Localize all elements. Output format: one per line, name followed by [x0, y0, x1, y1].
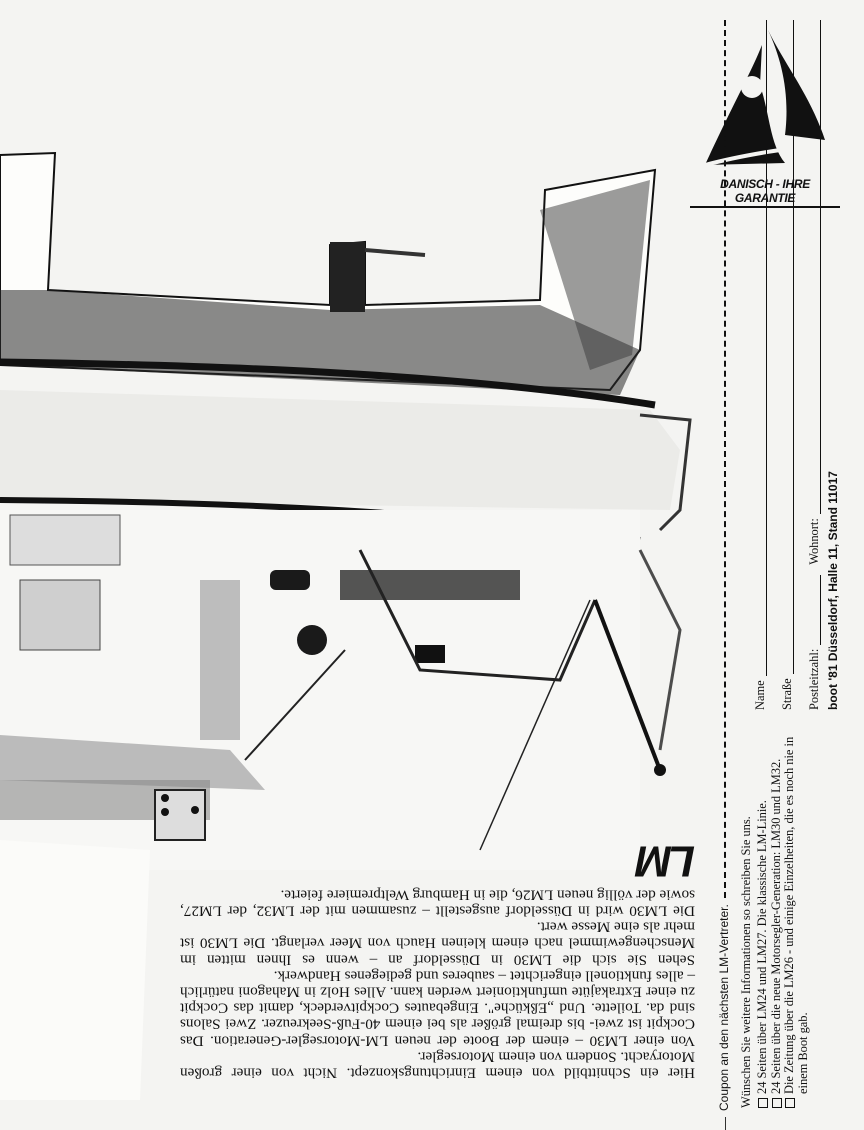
name-field[interactable]: Name [740, 20, 767, 710]
ad-body-text: Hier ein Schnittbild von einem Einrichtu… [180, 836, 695, 1082]
street-label: Straße [779, 678, 794, 710]
order-coupon: — Coupon an den nächsten LM-Vertreter. W… [717, 20, 864, 1130]
ad-paragraph: Die LM30 wird in Düsseldorf ausgestellt … [180, 886, 695, 920]
checkbox[interactable] [785, 1098, 796, 1108]
city-label: Wohnort: [806, 518, 821, 565]
coupon-option-label: Die Zeitung über die LM26 - und einige E… [782, 736, 810, 1094]
street-field[interactable]: Straße [767, 20, 794, 710]
lm-brand-logo: LM [639, 836, 695, 885]
zip-city-field[interactable]: Postleitzahl: Wohnort: [794, 20, 821, 710]
logo-tagline: DANISCH - IHRE GARANTIE [690, 177, 840, 208]
coupon-cut-label: Coupon an den nächsten LM-Vertreter. [717, 904, 732, 1111]
boat-photo [0, 150, 700, 1100]
zip-line[interactable] [808, 574, 821, 645]
checkbox[interactable] [771, 1098, 782, 1108]
coupon-option-label: 24 Seiten über die neue Motorsegler-Gene… [768, 758, 783, 1094]
sail-logo-icon [704, 30, 831, 167]
coupon-option-label: 24 Seiten über LM24 und LM27. Die klassi… [755, 800, 770, 1094]
coupon-options: Wünschen Sie weitere Informationen so sc… [739, 728, 810, 1108]
checkbox[interactable] [758, 1098, 769, 1108]
ad-paragraph: Von einer LM30 – einem der Boote der neu… [180, 967, 695, 1050]
coupon-intro: Wünschen Sie weitere Informationen so sc… [739, 816, 753, 1108]
ad-paragraph: Hier ein Schnittbild von einem Einrichtu… [180, 1048, 695, 1082]
name-label: Name [752, 680, 767, 710]
brand-logo: DANISCH - IHRE GARANTIE [690, 25, 840, 210]
street-line[interactable] [781, 20, 794, 675]
name-line[interactable] [754, 20, 767, 677]
ad-paragraph: Sehen Sie sich die LM30 in Düsseldorf an… [180, 918, 695, 969]
coupon-option[interactable]: Die Zeitung über die LM26 - und einige E… [782, 728, 810, 1108]
zip-label: Postleitzahl: [806, 648, 821, 710]
coupon-cut-line: — Coupon an den nächsten LM-Vertreter. [717, 20, 733, 1130]
boat-cutaway-image [0, 151, 692, 1100]
city-line[interactable] [808, 20, 821, 515]
coupon-option[interactable]: 24 Seiten über die neue Motorsegler-Gene… [768, 728, 783, 1108]
coupon-option[interactable]: 24 Seiten über LM24 und LM27. Die klassi… [755, 728, 770, 1108]
trade-fair-info: boot '81 Düsseldorf, Halle 11, Stand 110… [826, 471, 840, 710]
scissors-icon: — [717, 1117, 733, 1130]
dashed-line [724, 20, 726, 899]
coupon-address-fields: Name Straße Postleitzahl: Wohnort: boot … [740, 20, 840, 710]
